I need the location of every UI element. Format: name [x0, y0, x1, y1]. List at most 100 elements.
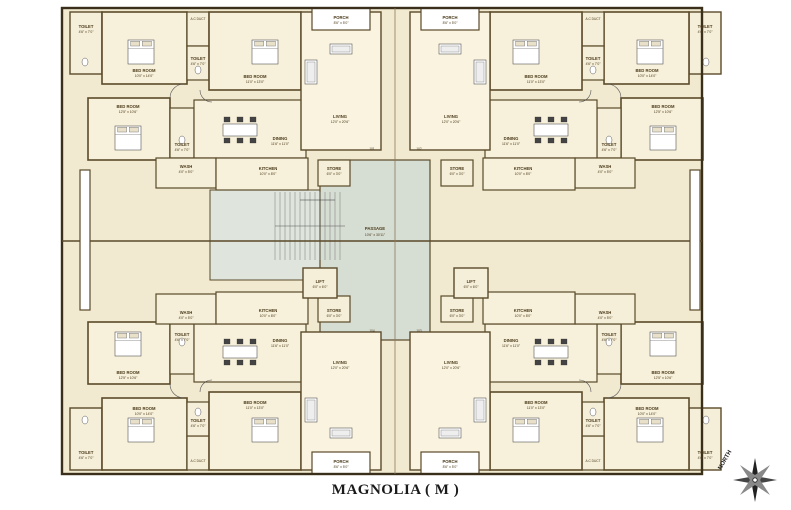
toilet-icon: [178, 135, 186, 145]
wash-name: WASH: [180, 164, 193, 169]
pillow-icon: [142, 41, 152, 47]
wash-name: WASH: [180, 310, 193, 315]
chair-icon: [236, 338, 244, 345]
pillow-icon: [254, 41, 264, 47]
store-name: STORE: [327, 308, 342, 313]
living-name: LIVING: [333, 114, 347, 119]
sofa-cushion-icon: [331, 45, 351, 53]
kitchen-name: KITCHEN: [259, 166, 278, 171]
toilet-c-name: TOILET: [602, 142, 617, 147]
toilet-c-dim: 4'6" x 7'0": [175, 148, 191, 152]
chair-icon: [534, 116, 542, 123]
kitchen-dim: 10'0" x 8'0": [260, 314, 278, 318]
chair-icon: [223, 137, 231, 144]
pillow-icon: [651, 41, 661, 47]
pillow-icon: [117, 126, 127, 133]
chair-icon: [560, 137, 568, 144]
bedroom-3-name: BED ROOM: [651, 104, 675, 109]
wash-room: [155, 293, 217, 325]
chair-icon: [223, 116, 231, 123]
bedroom-1-dim: 10'0" x 14'0": [135, 412, 154, 416]
store-name: STORE: [450, 166, 465, 171]
pillow-icon: [651, 419, 661, 425]
toilet-a-name: TOILET: [586, 56, 601, 61]
toilet-icon: [81, 415, 89, 425]
pillow-icon: [266, 419, 276, 425]
pillow-icon: [129, 333, 139, 339]
acduct-name: A.C DUCT: [585, 459, 600, 463]
pillow-icon: [639, 419, 649, 425]
toilet-b-dim: 4'6" x 7'0": [79, 30, 95, 34]
dining-dim: 11'6" x 11'0": [271, 142, 290, 146]
wash-room: [574, 293, 636, 325]
chair-icon: [534, 137, 542, 144]
toilet-c-name: TOILET: [602, 332, 617, 337]
acduct-name: A.C DUCT: [585, 17, 600, 21]
ac-duct: [186, 435, 210, 471]
bedroom-2-name: BED ROOM: [524, 400, 548, 405]
acduct-name: A.C DUCT: [190, 459, 205, 463]
door-swing: [606, 83, 622, 99]
sofa-cushion-icon: [440, 45, 460, 53]
toilet-a-dim: 4'6" x 7'0": [191, 62, 207, 66]
store-dim: 6'0" x 3'0": [327, 314, 343, 318]
bedroom-3-name: BED ROOM: [651, 370, 675, 375]
bedroom-2-dim: 11'0" x 13'0": [527, 80, 546, 84]
dining-dim: 11'6" x 11'0": [502, 142, 521, 146]
pillow-icon: [639, 41, 649, 47]
lift-left-name: LIFT: [316, 279, 325, 284]
chair-icon: [249, 116, 257, 123]
toilet-icon: [178, 337, 186, 347]
chair-icon: [534, 359, 542, 366]
pillow-icon: [117, 333, 127, 339]
porch-name: PORCH: [442, 15, 457, 20]
lift-right-dim: 6'0" x 6'0": [464, 285, 480, 289]
pillow-icon: [515, 41, 525, 47]
pillow-icon: [652, 333, 662, 339]
toilet-c-name: TOILET: [175, 142, 190, 147]
living-dim: 12'0" x 20'6": [442, 366, 461, 370]
sofa-cushion-icon: [440, 429, 460, 437]
living-dim: 12'0" x 20'6": [442, 120, 461, 124]
dining-name: DINING: [273, 338, 288, 343]
door-number: 103: [416, 329, 422, 333]
living-name: LIVING: [333, 360, 347, 365]
chair-icon: [560, 359, 568, 366]
pillow-icon: [664, 126, 674, 133]
toilet-icon: [194, 407, 202, 417]
toilet-c-dim: 4'6" x 7'0": [602, 148, 618, 152]
toilet-icon: [194, 65, 202, 75]
door-swing: [578, 89, 592, 103]
pillow-icon: [130, 41, 140, 47]
toilet-c-dim: 4'6" x 7'0": [602, 338, 618, 342]
chair-icon: [547, 116, 555, 123]
chair-icon: [223, 359, 231, 366]
kitchen-dim: 10'0" x 8'0": [515, 172, 533, 176]
toilet-a-name: TOILET: [191, 418, 206, 423]
bedroom-3-name: BED ROOM: [116, 104, 140, 109]
lift-shaft: [453, 267, 489, 299]
wash-name: WASH: [599, 310, 612, 315]
bedroom-2-dim: 11'0" x 13'0": [246, 80, 265, 84]
bedroom-1-dim: 10'0" x 14'0": [135, 74, 154, 78]
chair-icon: [249, 359, 257, 366]
kitchen-dim: 10'0" x 8'0": [515, 314, 533, 318]
porch-dim: 8'6" x 5'0": [443, 465, 459, 469]
pillow-icon: [652, 126, 662, 133]
dining-dim: 11'6" x 11'0": [271, 344, 290, 348]
chair-icon: [547, 338, 555, 345]
sofa-cushion-icon: [475, 61, 485, 83]
wash-dim: 4'0" x 5'0": [179, 316, 195, 320]
bedroom-3-dim: 12'5" x 10'6": [119, 110, 138, 114]
store-dim: 6'0" x 3'0": [327, 172, 343, 176]
bedroom-3-dim: 12'5" x 10'6": [654, 376, 673, 380]
living-name: LIVING: [444, 114, 458, 119]
pillow-icon: [527, 419, 537, 425]
store-dim: 6'0" x 3'0": [450, 172, 466, 176]
toilet-a-dim: 4'6" x 7'0": [586, 62, 602, 66]
chair-icon: [560, 338, 568, 345]
pillow-icon: [254, 419, 264, 425]
porch-dim: 8'6" x 5'0": [334, 21, 350, 25]
dining-name: DINING: [504, 136, 519, 141]
